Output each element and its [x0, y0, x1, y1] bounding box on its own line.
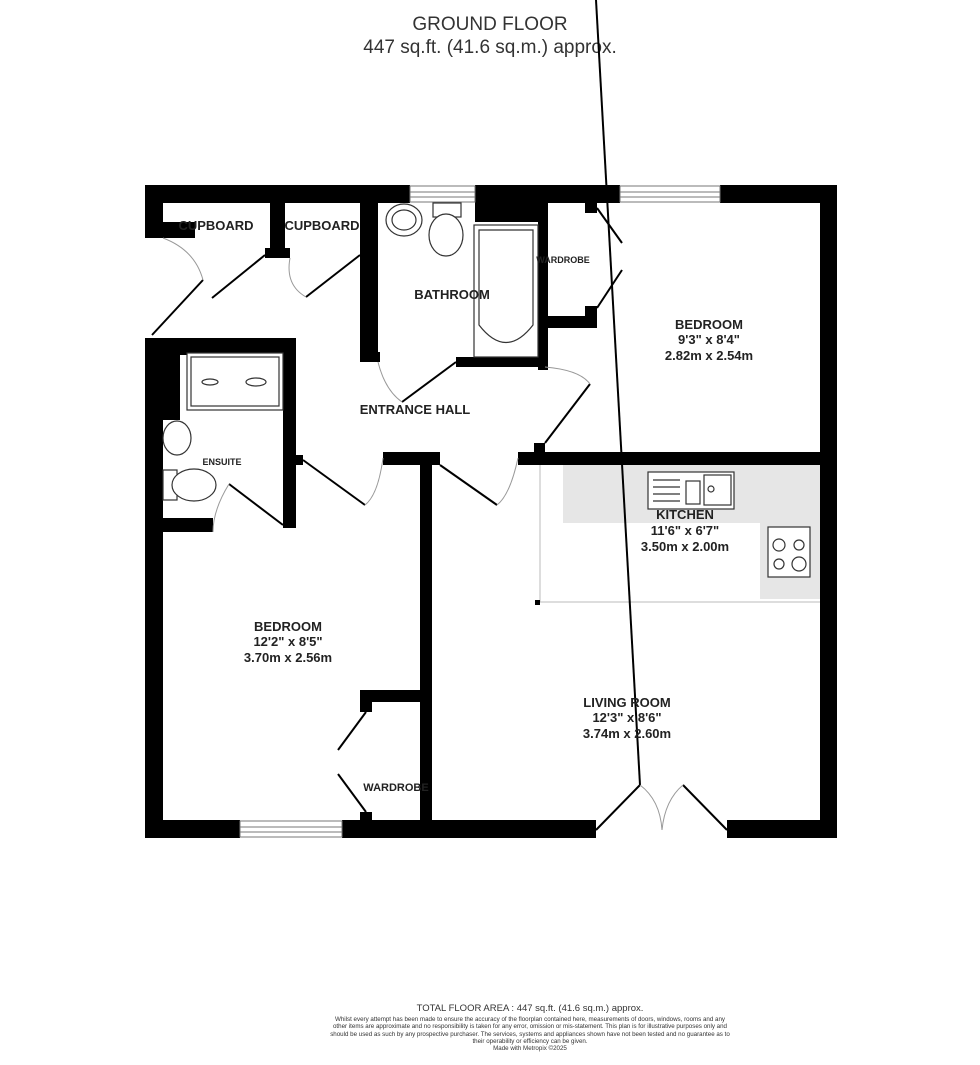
wardrobe-label: WARDROBE [536, 255, 590, 265]
floor-area: 447 sq.ft. (41.6 sq.m.) approx. [363, 37, 617, 58]
door-swings [162, 237, 684, 831]
bedroom-imperial: 12'2" x 8'5" [253, 634, 322, 649]
walls [145, 185, 837, 838]
floor-title: GROUND FLOOR [412, 14, 568, 35]
bedroom-metric: 2.82m x 2.54m [665, 348, 753, 363]
cupboard-label: CUPBOARD [178, 218, 253, 233]
kitchen-boundary [539, 463, 830, 603]
window [409, 185, 476, 203]
window [619, 185, 721, 203]
kitchen-metric: 3.50m x 2.00m [641, 539, 729, 554]
bath-icon [473, 224, 539, 358]
toilet-icon [428, 202, 464, 257]
total-floor-area: TOTAL FLOOR AREA : 447 sq.ft. (41.6 sq.m… [416, 1003, 644, 1014]
basin-icon [385, 203, 423, 237]
cooker-icon [767, 526, 811, 578]
bedroom-metric: 3.70m x 2.56m [244, 650, 332, 665]
shower-icon [186, 352, 284, 411]
window [239, 820, 343, 838]
credit: Made with Metropix ©2025 [493, 1045, 567, 1053]
living-room-label: LIVING ROOM [583, 695, 670, 710]
living-room-imperial: 12'3" x 8'6" [592, 710, 661, 725]
living-room-metric: 3.74m x 2.60m [583, 726, 671, 741]
disclaimer-text: Whilst every attempt has been made to en… [330, 1016, 730, 1045]
bedroom-label: BEDROOM [675, 317, 743, 332]
kitchen-label: KITCHEN [656, 507, 714, 522]
disclaimer: Whilst every attempt has been made to en… [330, 1016, 730, 1052]
toilet-icon [162, 468, 217, 502]
cupboard-label: CUPBOARD [284, 218, 359, 233]
basin-icon [162, 420, 192, 456]
doors [151, 0, 728, 831]
ensuite-label: ENSUITE [202, 457, 241, 467]
bedroom-imperial: 9'3" x 8'4" [678, 332, 740, 347]
entrance-hall-label: ENTRANCE HALL [360, 402, 471, 417]
wardrobe-label: WARDROBE [363, 782, 428, 794]
sink-icon [647, 471, 735, 510]
bathroom-label: BATHROOM [414, 287, 490, 302]
bedroom-label: BEDROOM [254, 619, 322, 634]
kitchen-imperial: 11'6" x 6'7" [651, 523, 719, 538]
